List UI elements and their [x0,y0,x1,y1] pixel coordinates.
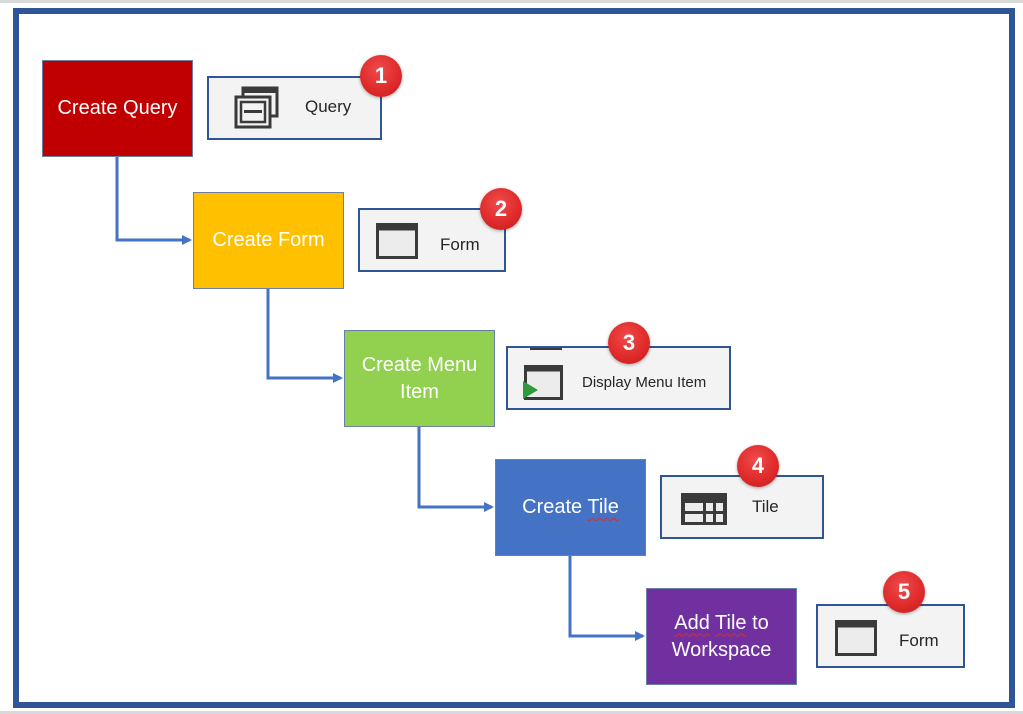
icon-edge-fragment [530,348,562,350]
callout-form-2: Form [816,604,965,668]
step-label-line2: Item [400,380,439,403]
step-number-badge: 4 [737,445,779,487]
callout-tile: Tile [660,475,824,539]
connector-3-4 [417,427,494,512]
callout-label: Form [899,631,939,650]
display-menu-item-icon [523,365,563,400]
callout-query: Query [207,76,382,140]
callout-label: Display Menu Item [582,374,707,391]
step-label: Create Tile [522,496,619,518]
step-label-line1: Add Tile to [674,611,769,634]
step-label-line1: Create Menu [361,353,478,376]
step-number-badge: 3 [608,322,650,364]
step-create-query: Create Query [42,60,193,157]
step-create-tile: Create Tile [495,459,646,556]
step-create-form: Create Form [193,192,344,289]
connector-4-5 [568,556,645,641]
callout-label: Form [440,235,480,254]
step-label-line2: Workspace [671,638,772,661]
callout-form: Form [358,208,506,272]
bottom-divider [0,711,1023,714]
connector-2-3 [266,289,343,383]
step-number-badge: 5 [883,571,925,613]
query-icon [234,86,279,129]
step-number-badge: 2 [480,188,522,230]
step-number-badge: 1 [360,55,402,97]
form-icon [376,223,418,259]
step-create-menu-item: Create Menu Item [344,330,495,427]
form-icon [835,620,877,656]
spellcheck-word: Tile [587,496,619,518]
step-label: Create Form [212,229,325,251]
connector-1-2 [115,157,192,245]
callout-label: Query [305,97,352,116]
top-divider [0,0,1023,3]
callout-label: Tile [752,497,779,516]
spellcheck-word: Add [674,611,710,634]
tile-icon [681,493,727,525]
step-add-tile-to-workspace: Add Tile to Workspace [646,588,797,685]
spellcheck-word: Tile [715,611,747,634]
step-label: Create Query [57,97,178,119]
